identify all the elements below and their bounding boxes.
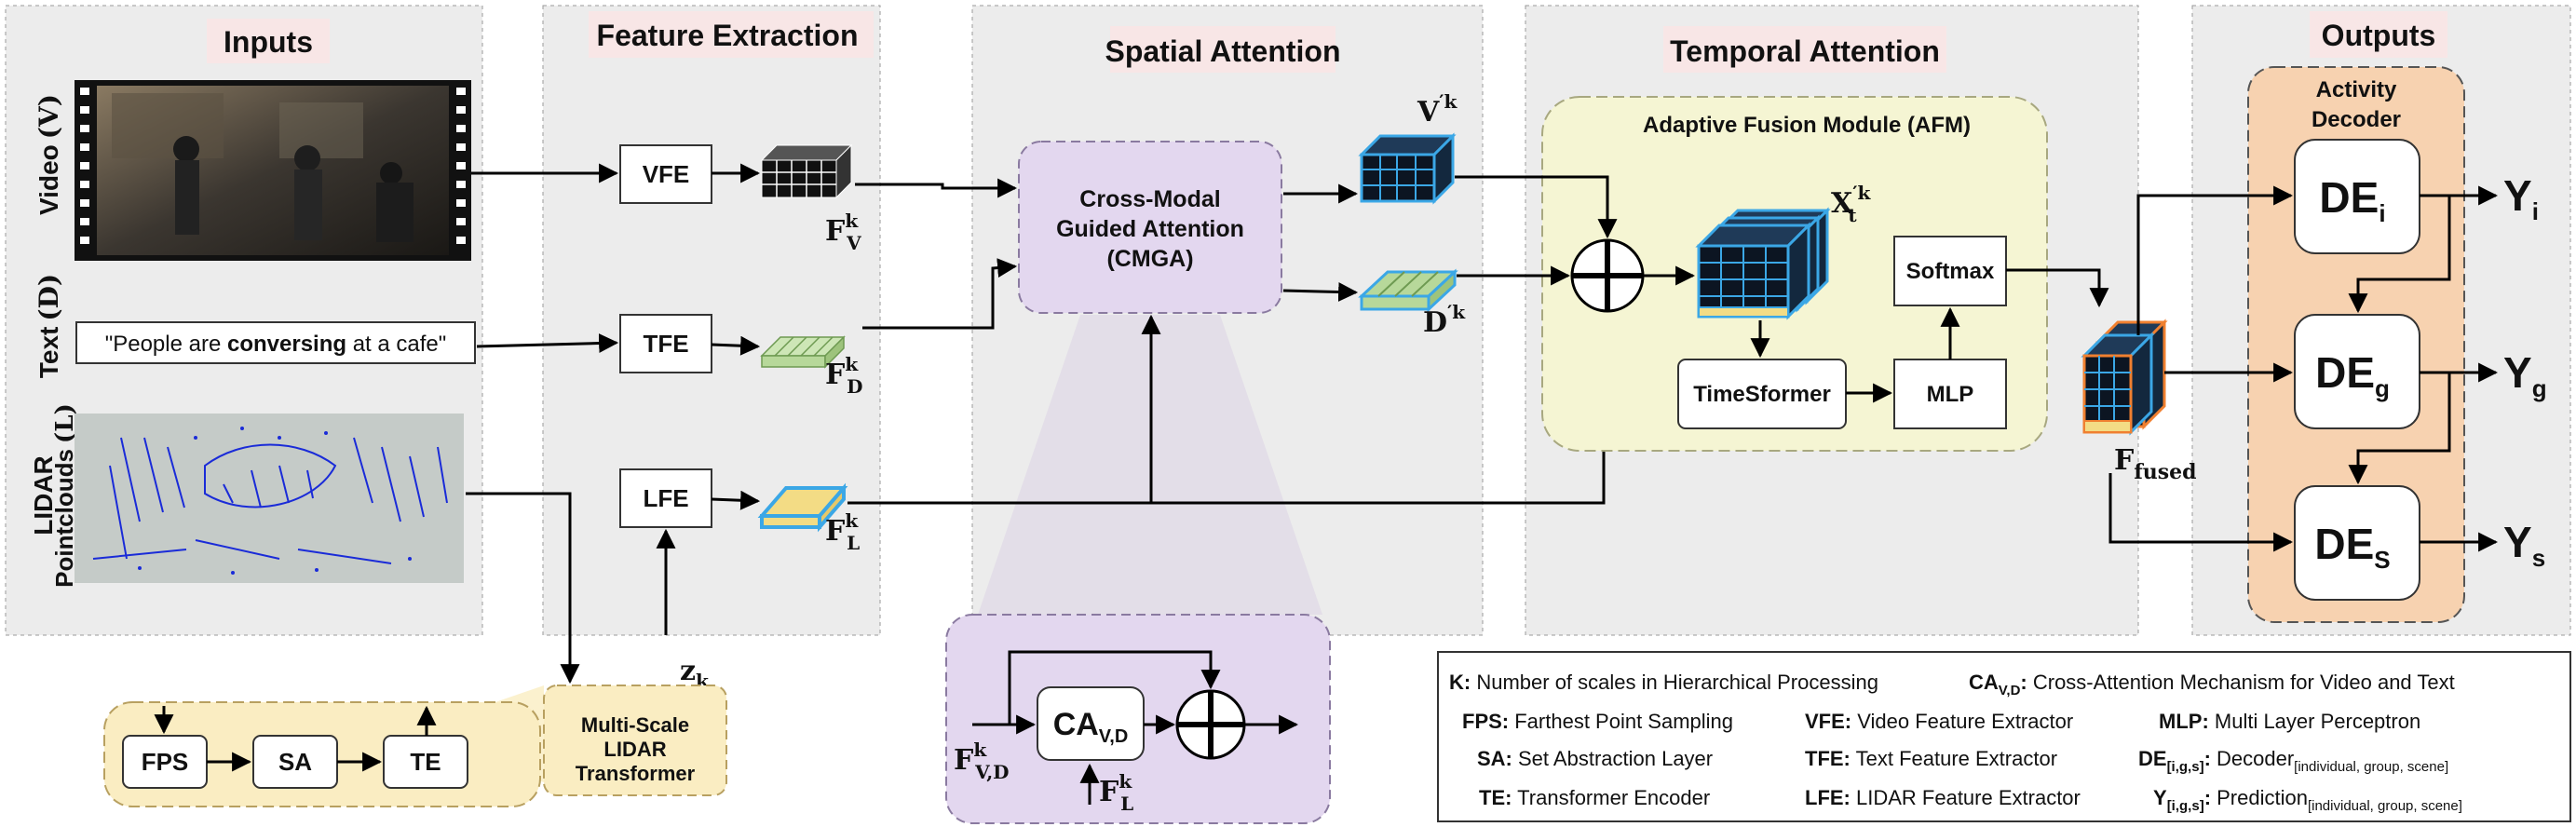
decoder-arrows (2108, 185, 2499, 552)
svg-text:Transformer: Transformer (576, 762, 696, 785)
svg-text:TFE: Text Feature Extractor: TFE: Text Feature Extractor (1805, 747, 2057, 770)
svg-text:Adaptive Fusion Module (AFM): Adaptive Fusion Module (AFM) (1643, 113, 1971, 138)
svg-text:Ys: Ys (2503, 518, 2545, 572)
svg-text:SA: SA (278, 748, 312, 776)
decoder-individual: DEi (2294, 139, 2420, 254)
svg-text:Decoder: Decoder (2312, 107, 2401, 132)
outputs-title: Outputs (2322, 19, 2436, 52)
cmga-box: Cross-Modal Guided Attention (CMGA) (1018, 141, 1282, 314)
svg-text:Pointclouds(L): Pointclouds(L) (50, 403, 79, 588)
d-prime-k-label: D′k (1423, 301, 1466, 339)
svg-text:Guided Attention: Guided Attention (1056, 216, 1244, 242)
v-prime-k-label: V′k (1417, 90, 1458, 129)
svg-text:Activity: Activity (2316, 77, 2397, 102)
fusion-sum-icon (1570, 238, 1645, 313)
svg-text:(CMGA): (CMGA) (1106, 246, 1193, 272)
svg-text:VFE: VFE (643, 160, 690, 188)
svg-text:Cross-Modal: Cross-Modal (1079, 186, 1220, 212)
lidar-pointcloud-image (75, 414, 464, 583)
svg-text:LIDAR: LIDAR (29, 455, 58, 536)
temporal-feature-stack (1695, 207, 1831, 320)
svg-text:FkD: FkD (825, 353, 863, 398)
svg-text:Multi-Scale: Multi-Scale (581, 713, 689, 737)
text-feature-slab (760, 335, 846, 369)
svg-text:FkL: FkL (825, 509, 860, 554)
attended-text-slab (1358, 268, 1458, 313)
lidar-feature-slab (757, 482, 848, 533)
tfe-box: TFE (619, 314, 712, 373)
video-frame (75, 80, 471, 261)
video-label: Video(V) (34, 94, 64, 215)
svg-text:TE: TE (410, 748, 441, 776)
svg-text:Ffused: Ffused (2114, 444, 2197, 484)
prediction-individual: Yi (2503, 171, 2539, 225)
prediction-scene: Ys (2503, 518, 2545, 572)
softmax-box: Softmax (1893, 236, 2007, 306)
lidar-label: LIDAR Pointclouds(L) (29, 403, 79, 588)
svg-text:X′kt: X′kt (1831, 182, 1872, 226)
film-sprockets (80, 88, 466, 244)
svg-text:Video(V): Video(V) (34, 94, 64, 215)
cmga-output-arrows (1282, 183, 1359, 303)
inputs-title: Inputs (224, 25, 313, 59)
svg-text:K: Number of scales in Hierarc: K: Number of scales in Hierarchical Proc… (1449, 671, 1878, 694)
lidar-transformer-pipeline: FPS SA TE (103, 685, 544, 807)
svg-text:DEi: DEi (2319, 173, 2385, 227)
extractor-arrows (711, 163, 761, 510)
svg-text:DE[i,g,s]: Decoder[individual,: DE[i,g,s]: Decoder[individual, group, sc… (2138, 747, 2448, 775)
svg-text:SA: Set Abstraction Layer: SA: Set Abstraction Layer (1477, 747, 1713, 770)
lfe-box: LFE (619, 468, 712, 528)
svg-text:LIDAR: LIDAR (603, 738, 666, 761)
decoder-scene: DES (2294, 485, 2420, 601)
svg-text:CAV,D: Cross-Attention Mechani: CAV,D: Cross-Attention Mechanism for Vid… (1969, 671, 2455, 698)
input-arrows (466, 163, 676, 685)
svg-text:DES: DES (2314, 520, 2390, 574)
text-label: Text(D) (34, 274, 64, 378)
svg-text:D′k: D′k (1423, 301, 1466, 339)
f-fused-label: Ffused (2114, 444, 2197, 484)
spatial-attention-title: Spatial Attention (1105, 34, 1340, 68)
svg-text:Yi: Yi (2503, 171, 2539, 225)
svg-text:TimeSformer: TimeSformer (1693, 382, 1831, 407)
svg-text:LFE: LIDAR Feature Extractor: LFE: LIDAR Feature Extractor (1805, 786, 2081, 809)
svg-text:FkV: FkV (825, 210, 861, 254)
legend-box: K: Number of scales in Hierarchical Proc… (1437, 651, 2571, 822)
svg-text:Y[i,g,s]: Prediction[individua: Y[i,g,s]: Prediction[individual, group, … (2153, 786, 2462, 814)
prediction-group: Yg (2503, 348, 2547, 402)
timesformer-box: TimeSformer (1677, 359, 1847, 429)
temporal-attention-title: Temporal Attention (1670, 34, 1940, 68)
fused-feature-cube (2081, 319, 2168, 436)
attended-video-cube (1358, 132, 1457, 205)
temporal-arrows (1455, 175, 2109, 403)
video-feature-cube (760, 143, 853, 199)
svg-text:FPS: FPS (142, 748, 189, 776)
svg-text:Text(D): Text(D) (34, 274, 64, 378)
text-input-box: "People are conversing at a cafe" (75, 321, 476, 364)
decoder-group: DEg (2294, 314, 2420, 429)
vfe-box: VFE (619, 144, 712, 204)
mlp-box: MLP (1893, 359, 2007, 429)
svg-text:TFE: TFE (643, 330, 688, 358)
svg-text:Yg: Yg (2503, 348, 2547, 402)
feature-extraction-title: Feature Extraction (597, 19, 859, 52)
svg-text:MLP: MLP (1927, 382, 1974, 407)
svg-text:CAV,D: CAV,D (1053, 707, 1129, 747)
svg-text:VFE: Video Feature Extractor: VFE: Video Feature Extractor (1805, 710, 2073, 733)
svg-text:Softmax: Softmax (1906, 259, 1995, 284)
svg-text:DEg: DEg (2315, 348, 2390, 402)
svg-text:FkV,D: FkV,D (954, 739, 1010, 783)
svg-text:LFE: LFE (643, 484, 688, 512)
svg-text:TE: Transformer Encoder: TE: Transformer Encoder (1479, 786, 1710, 809)
svg-text:MLP: Multi Layer Perceptron: MLP: Multi Layer Perceptron (2159, 710, 2420, 733)
lidar-transformer-box: Multi-Scale LIDAR Transformer (543, 685, 727, 796)
svg-text:V′k: V′k (1417, 90, 1458, 129)
svg-text:FPS: Farthest Point Sampling: FPS: Farthest Point Sampling (1462, 710, 1733, 733)
svg-text:FkL: FkL (1099, 770, 1133, 815)
svg-text:"People are conversing at a ca: "People are conversing at a cafe" (105, 332, 447, 357)
